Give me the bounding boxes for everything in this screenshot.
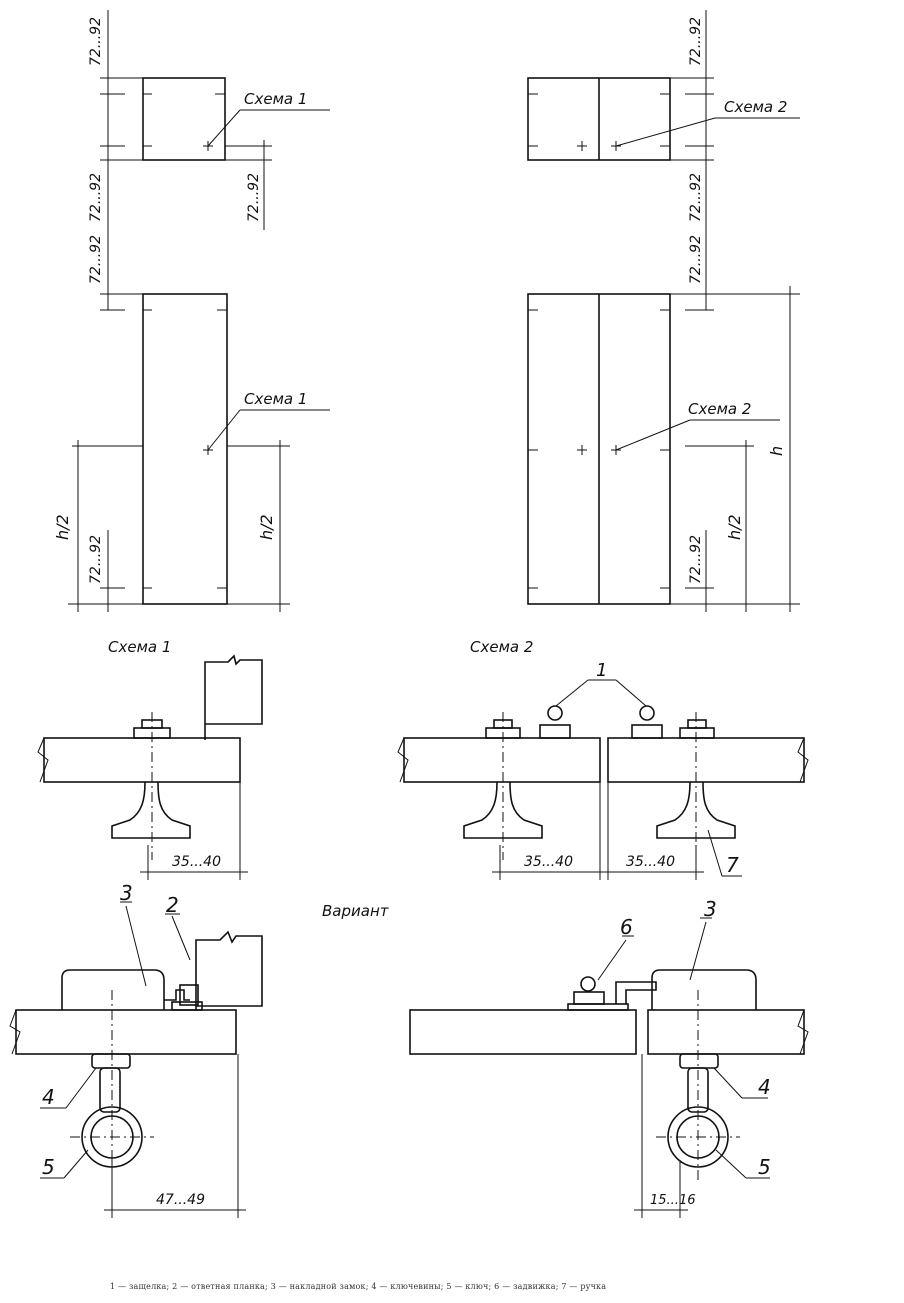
dim-35-40-b: 35...40 — [524, 854, 573, 870]
num-3-left: 3 — [120, 881, 133, 905]
dim-72-92-a: 72...92 — [88, 17, 104, 66]
dim-72-92-f: 72...92 — [688, 173, 704, 222]
variant-right — [409, 917, 809, 1218]
scheme2-section — [397, 679, 809, 880]
label-scheme2-tall: Схема 2 — [688, 400, 751, 418]
dim-h2-right: h/2 — [725, 514, 744, 540]
dim-72-92-b: 72...92 — [88, 173, 104, 222]
num-3-right: 3 — [704, 897, 717, 921]
dim-35-40-c: 35...40 — [626, 854, 675, 870]
variant-left — [9, 901, 263, 1218]
dim-15-16: 15...16 — [650, 1193, 695, 1208]
label-scheme2-section: Схема 2 — [470, 638, 533, 656]
drawing-labels: Схема 1 Схема 2 Схема 1 Схема 2 72...92 … — [42, 17, 787, 1208]
num-2: 2 — [166, 893, 179, 917]
scheme1-section — [37, 654, 263, 880]
scheme2-small-panel — [527, 10, 800, 230]
dim-h: h — [767, 446, 786, 456]
dim-72-92-g: 72...92 — [688, 235, 704, 284]
label-scheme1-section: Схема 1 — [108, 638, 171, 656]
num-4-right: 4 — [758, 1075, 771, 1099]
num-5-left: 5 — [42, 1155, 55, 1179]
dim-72-92-e: 72...92 — [688, 17, 704, 66]
num-5-right: 5 — [758, 1155, 771, 1179]
num-1: 1 — [596, 660, 607, 681]
scheme2-tall-panel — [527, 230, 800, 612]
dim-72-92-c: 72...92 — [246, 173, 262, 222]
scheme1-small-panel — [100, 10, 330, 230]
dim-47-49: 47...49 — [156, 1192, 205, 1208]
dim-72-92-h: 72...92 — [88, 535, 104, 584]
label-scheme1-small: Схема 1 — [244, 90, 307, 108]
num-7: 7 — [726, 853, 739, 877]
dim-h2-mid: h/2 — [257, 514, 276, 540]
label-scheme2-small: Схема 2 — [724, 98, 787, 116]
dim-72-92-d: 72...92 — [88, 235, 104, 284]
dim-72-92-i: 72...92 — [688, 535, 704, 584]
scheme1-tall-panel — [68, 230, 330, 612]
label-scheme1-tall: Схема 1 — [244, 390, 307, 408]
legend-caption: 1 — защелка; 2 — ответная планка; 3 — на… — [110, 1282, 607, 1291]
dim-35-40-a: 35...40 — [172, 854, 221, 870]
label-variant: Вариант — [322, 902, 390, 920]
num-4-left: 4 — [42, 1085, 55, 1109]
dim-h2-left: h/2 — [53, 514, 72, 540]
num-6: 6 — [620, 915, 633, 939]
